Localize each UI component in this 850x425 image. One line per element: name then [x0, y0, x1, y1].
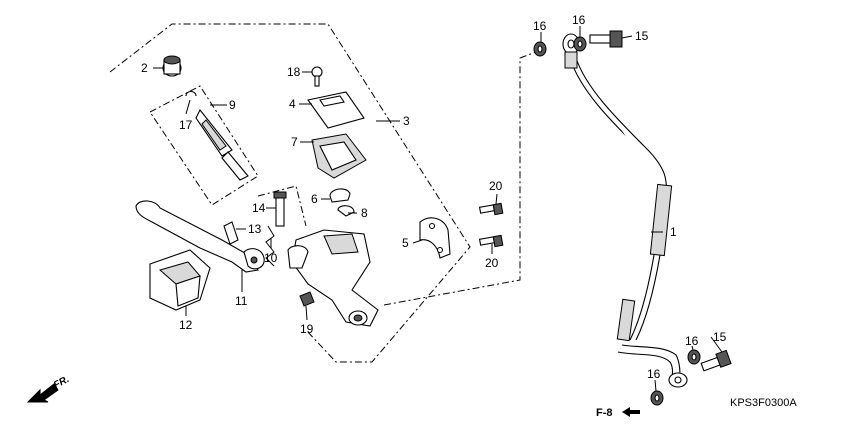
callout-20-bottom: 20 — [485, 256, 499, 270]
diagram-code: KPS3F0300A — [730, 397, 797, 409]
callout-16-top-right: 16 — [572, 13, 586, 27]
callout-4: 4 — [289, 97, 296, 111]
part-callouts: 1 2 3 4 5 6 7 8 9 10 11 12 13 14 15 15 1… — [141, 13, 727, 381]
callout-11: 11 — [235, 294, 248, 308]
callout-3: 3 — [403, 114, 410, 128]
leader-lines — [153, 26, 723, 392]
banjo-bolts-and-washers — [533, 30, 732, 406]
reservoir-cap-and-piston-drawing — [162, 55, 249, 181]
callout-16-bottom-right: 16 — [685, 334, 699, 348]
callout-6: 6 — [311, 192, 318, 206]
callout-10: 10 — [264, 251, 278, 265]
reference-arrow: F-8 — [596, 407, 640, 419]
callout-5: 5 — [402, 236, 409, 250]
callout-16-bottom-left: 16 — [647, 367, 661, 381]
master-cylinder-drawing — [287, 66, 379, 327]
callout-8: 8 — [361, 206, 368, 220]
callout-15-bottom: 15 — [713, 330, 727, 344]
reference-label: F-8 — [596, 407, 613, 419]
callout-20-top: 20 — [489, 179, 503, 193]
holder-drawing — [419, 202, 504, 259]
brake-hose-drawing — [562, 33, 688, 388]
callout-13: 13 — [248, 222, 262, 236]
callout-14: 14 — [252, 201, 266, 215]
assembly-outlines — [109, 23, 537, 363]
callout-9: 9 — [229, 98, 236, 112]
callout-16-top-left: 16 — [533, 19, 547, 33]
callout-18: 18 — [287, 65, 301, 79]
callout-19: 19 — [300, 322, 314, 336]
callout-15-top: 15 — [635, 29, 649, 43]
callout-7: 7 — [291, 135, 298, 149]
callout-17: 17 — [179, 118, 193, 132]
callout-1: 1 — [670, 225, 677, 239]
lever-and-switch-drawing — [135, 191, 287, 311]
forward-direction-arrow: FR. — [26, 374, 71, 403]
direction-label: FR. — [52, 374, 71, 391]
callout-2: 2 — [141, 61, 148, 75]
callout-12: 12 — [179, 318, 193, 332]
